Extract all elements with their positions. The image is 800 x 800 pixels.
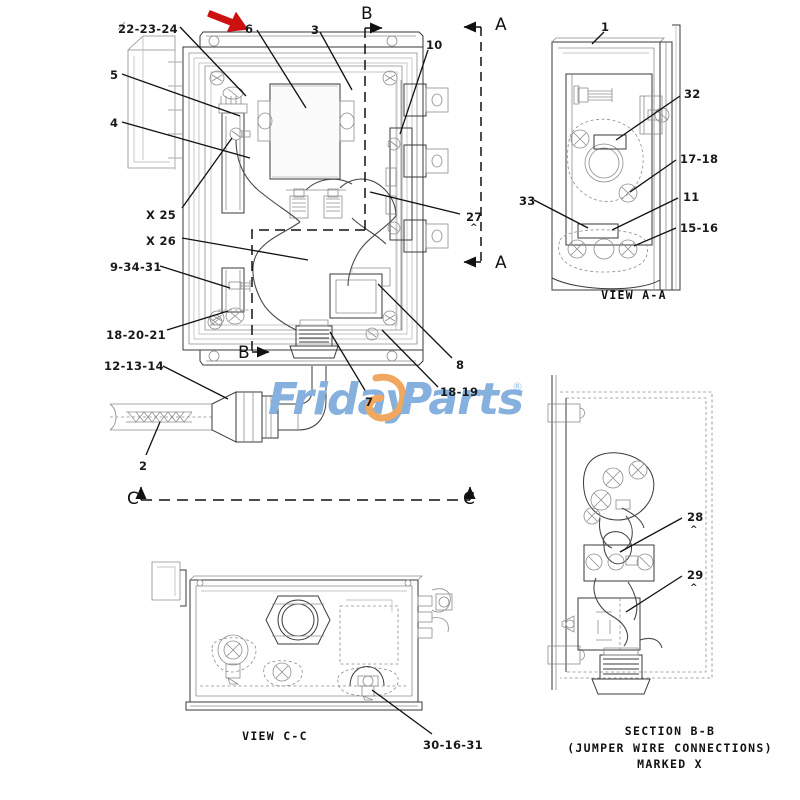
caption-section-bb-line1: SECTION B-B [624, 724, 716, 738]
callout-9-34-31: 9-34-31 [110, 260, 162, 274]
callout-18-20-21: 18-20-21 [106, 328, 166, 342]
tick-mark-28: ^ [690, 525, 698, 535]
callout-29: 29 [687, 568, 704, 582]
caption-view-aa: VIEW A-A [601, 288, 667, 302]
callout-33: 33 [519, 194, 536, 208]
callout-27: 27 [466, 210, 483, 224]
tick-mark-29: ^ [690, 583, 698, 593]
callout-6: 6 [245, 22, 254, 36]
callout-10: 10 [426, 38, 443, 52]
callout-8: 8 [456, 358, 465, 372]
callout-32: 32 [684, 87, 701, 101]
red-arrow-icon [207, 10, 248, 32]
callout-2: 2 [139, 459, 148, 473]
callout-28: 28 [687, 510, 704, 524]
section-marker-c-right: C [463, 489, 475, 509]
section-marker-b-top: B [361, 4, 373, 24]
section-marker-c-left: C [127, 489, 139, 509]
callout-15-16: 15-16 [680, 221, 719, 235]
callout-1: 1 [601, 20, 610, 34]
tick-mark-27: ^ [470, 223, 478, 233]
callout-22-23-24: 22-23-24 [118, 22, 178, 36]
callout-11: 11 [683, 190, 700, 204]
section-marker-a-bottom: A [495, 253, 507, 273]
callout-5: 5 [110, 68, 119, 82]
callout-7: 7 [365, 395, 374, 409]
caption-section-bb-line2: (JUMPER WIRE CONNECTIONS) [567, 740, 773, 755]
callout-4: 4 [110, 116, 119, 130]
caption-section-bb-line3: MARKED X [637, 757, 703, 772]
section-marker-b-bottom: B [238, 343, 250, 363]
caption-section-bb: SECTION B-B (JUMPER WIRE CONNECTIONS) MA… [535, 723, 800, 773]
callout-12-13-14: 12-13-14 [104, 359, 164, 373]
callout-x26: X 26 [146, 234, 177, 248]
callout-18-19: 18-19 [440, 385, 479, 399]
callout-3: 3 [311, 23, 320, 37]
caption-view-cc: VIEW C-C [242, 729, 308, 743]
callout-30-16-31: 30-16-31 [423, 738, 483, 752]
callout-17-18: 17-18 [680, 152, 719, 166]
section-marker-a-top: A [495, 15, 507, 35]
callout-x25: X 25 [146, 208, 177, 222]
